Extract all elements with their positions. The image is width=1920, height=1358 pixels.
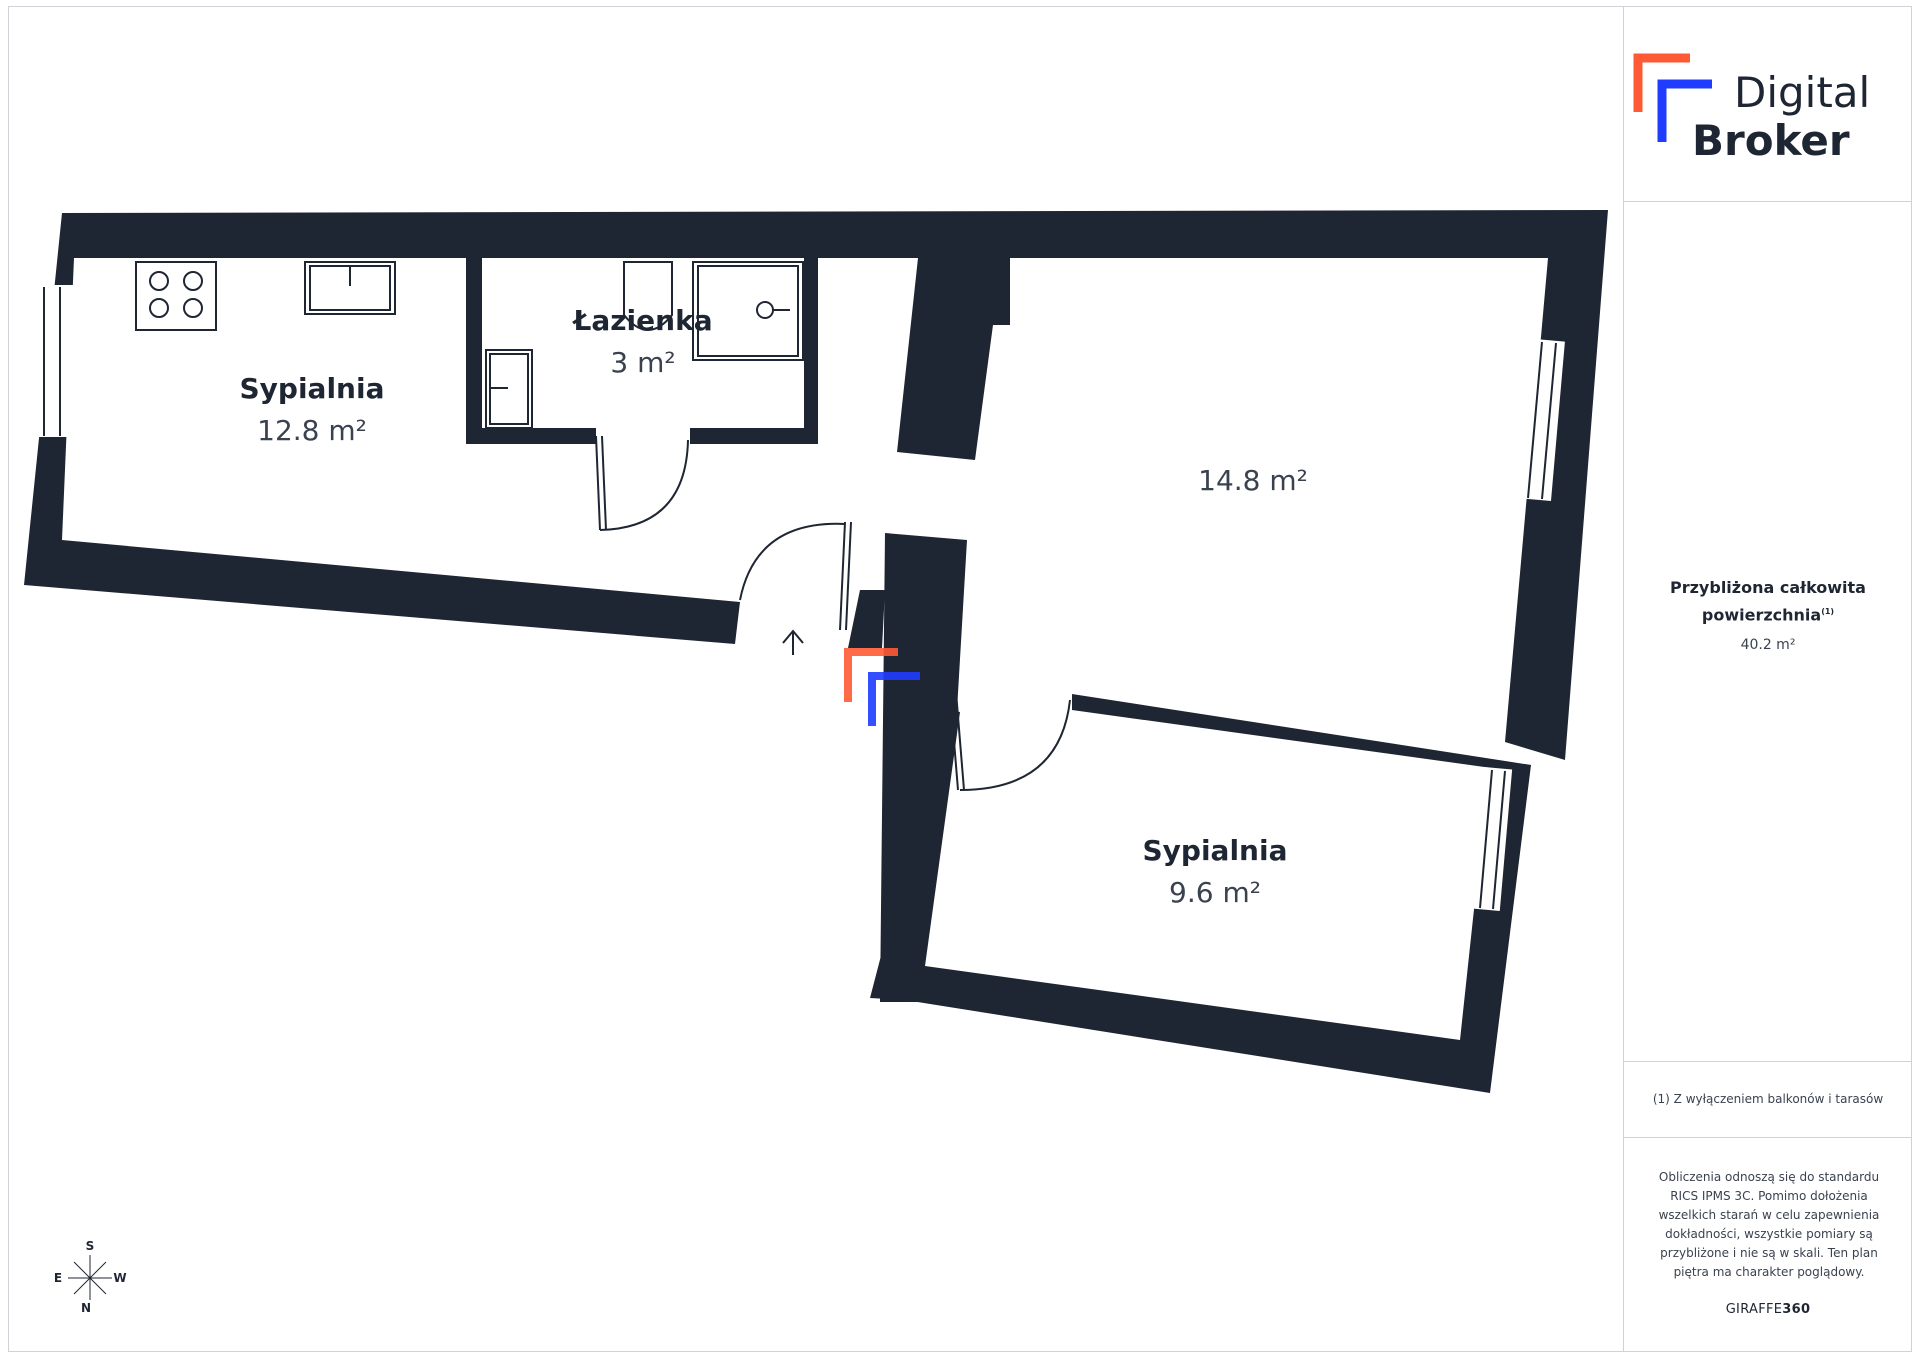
panel-divider [1624,201,1912,202]
entrance-arrow-icon [782,629,804,655]
doors [595,435,1071,791]
page-frame [8,6,1912,1352]
footnote: (1) Z wyłączeniem balkonów i tarasów [1652,1092,1884,1106]
stove-icon [135,261,217,331]
svg-text:E: E [54,1271,62,1285]
panel-divider [1624,1137,1912,1138]
svg-text:Digital: Digital [1734,68,1870,117]
washing-machine-icon [485,349,533,429]
svg-text:Broker: Broker [1692,116,1850,160]
total-area-value: 40.2 m² [1740,637,1796,654]
walls [24,210,1608,1093]
room-area-bedroom-1: 12.8 m² [257,414,367,447]
svg-text:W: W [113,1271,126,1285]
windows [43,287,1557,910]
compass-icon: S E W N [54,1239,127,1315]
disclaimer: Obliczenia odnoszą się do standardu RICS… [1658,1170,1880,1279]
sink-icon [304,261,396,315]
total-area-block: Przybliżona całkowita powierzchnia(1) 40… [1624,576,1912,653]
total-area-title: Przybliżona całkowita powierzchnia(1) [1670,578,1866,625]
shower-icon [692,261,804,361]
kitchen-fixtures [135,261,396,331]
bathroom-fixtures [485,261,804,429]
panel-divider [1624,1061,1912,1062]
svg-text:N: N [81,1301,91,1315]
svg-text:S: S [86,1239,95,1253]
room-area-living: 14.8 m² [1198,464,1308,497]
floor-plan: Sypialnia 12.8 m² Łazienka 3 m² 14.8 m² … [24,210,1608,1315]
giraffe-credit: GIRAFFE360 [1725,1302,1811,1317]
room-area-bathroom: 3 m² [610,346,675,379]
room-name-bedroom-2: Sypialnia [1143,834,1288,867]
info-panel: Digital Broker Przybliżona całkowita pow… [1623,6,1912,1352]
toilet-icon [623,261,673,331]
brand-logo: Digital Broker [1633,53,1870,160]
room-area-bedroom-2: 9.6 m² [1169,876,1261,909]
room-name-bathroom: Łazienka [571,304,712,337]
room-name-bedroom-1: Sypialnia [240,372,385,405]
watermark-logo [844,648,920,726]
